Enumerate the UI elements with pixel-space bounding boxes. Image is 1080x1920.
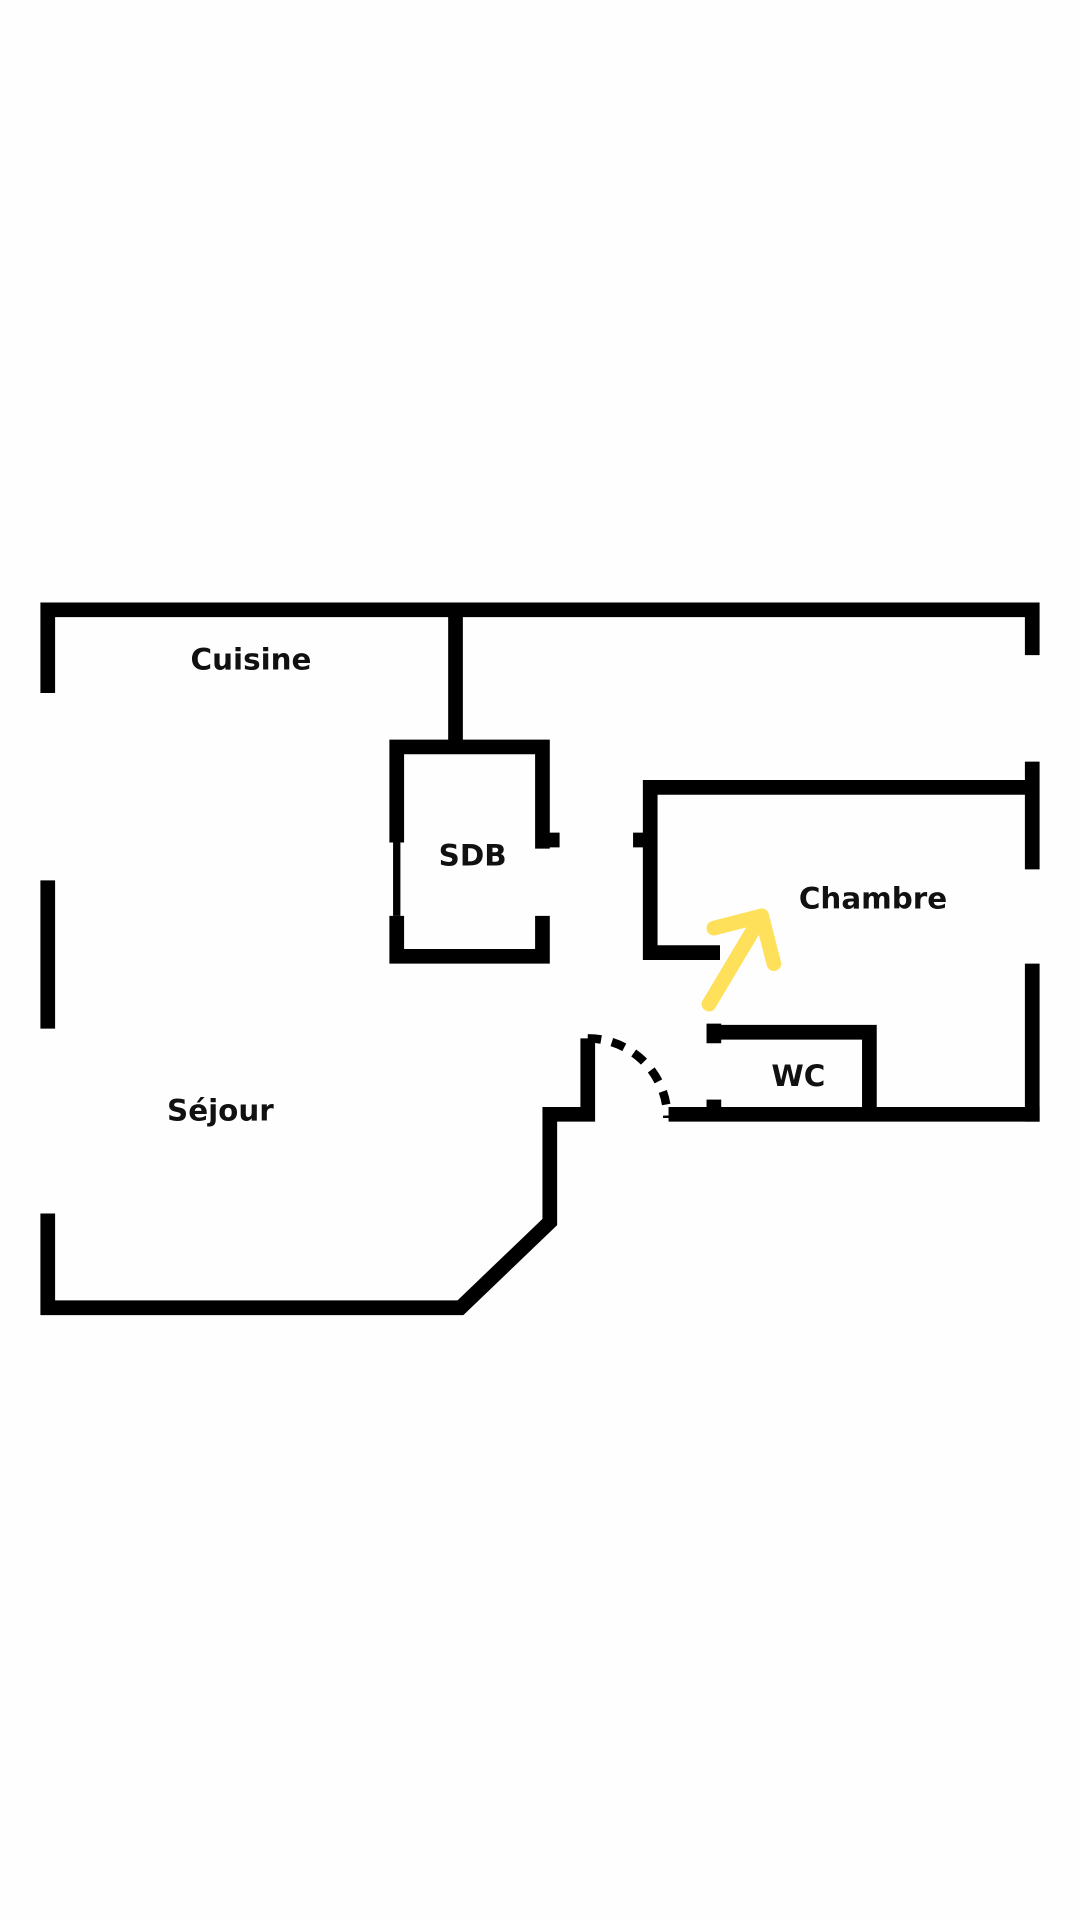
room-label-sejour: Séjour [167, 1093, 274, 1127]
room-label-sdb: SDB [439, 839, 507, 873]
outer-wall-top [40, 602, 1040, 694]
direction-arrow-icon [701, 908, 782, 1012]
sdb-wall-top [389, 739, 550, 849]
room-label-cuisine: Cuisine [191, 643, 312, 677]
entry-door-arc [587, 1034, 672, 1119]
sdb-wall-bottom [389, 915, 550, 964]
outer-wall-bottom [40, 1038, 596, 1316]
room-label-wc: WC [771, 1059, 825, 1093]
walls [40, 602, 1040, 1316]
chambre-wall [642, 780, 1033, 960]
wc-wall [710, 1024, 877, 1115]
room-label-chambre: Chambre [799, 882, 947, 916]
